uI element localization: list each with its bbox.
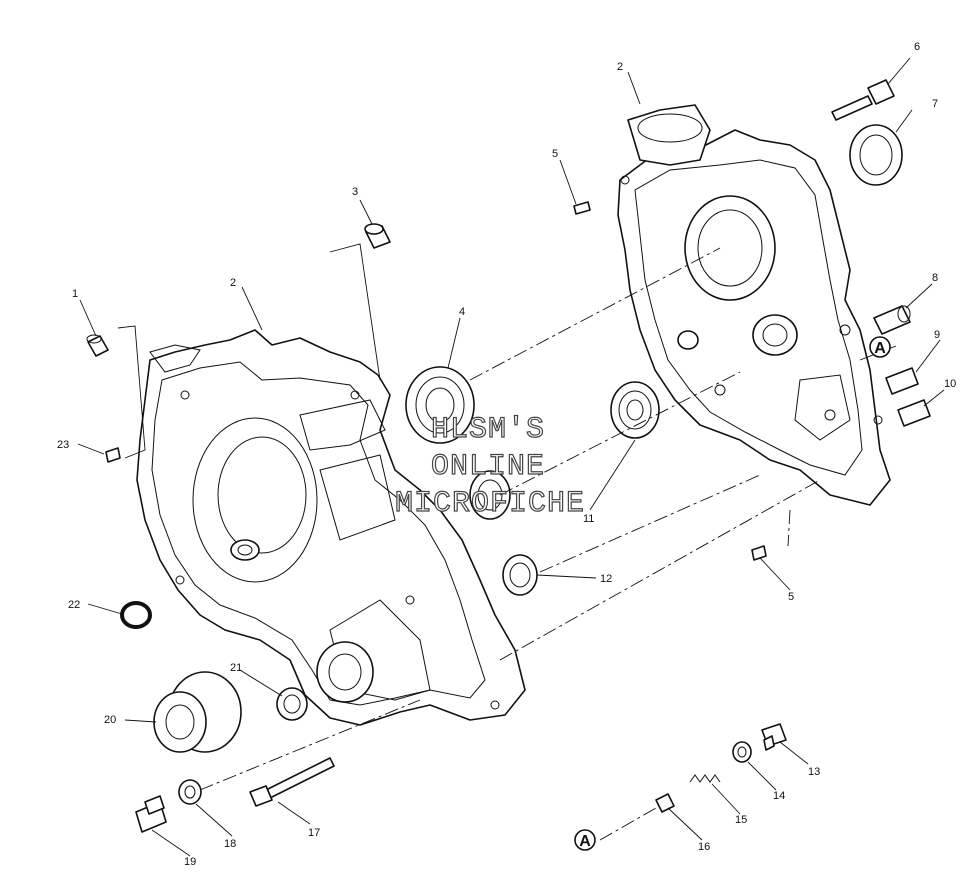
callout-3: 3 xyxy=(352,186,358,198)
svg-text:A: A xyxy=(874,340,886,357)
washer-14 xyxy=(732,741,752,763)
reference-marker-a-lower: A xyxy=(574,829,596,851)
bearing-center xyxy=(469,470,511,520)
callout-22: 22 xyxy=(68,599,80,611)
watermark: HLSM'S ONLINE MICROFICHE xyxy=(394,412,585,521)
callout-numbers: 1 2 2 3 4 5 5 6 7 8 9 10 11 12 13 14 15 … xyxy=(57,41,956,868)
svg-text:ONLINE: ONLINE xyxy=(431,450,545,484)
callout-19: 19 xyxy=(184,856,196,868)
callout-21: 21 xyxy=(230,662,242,674)
bearing-4 xyxy=(405,366,475,444)
pulley-20 xyxy=(153,671,242,753)
callout-9: 9 xyxy=(934,329,940,341)
callout-16: 16 xyxy=(698,841,710,853)
callout-17: 17 xyxy=(308,827,320,839)
callout-5-upper: 5 xyxy=(552,148,558,160)
callout-2-right: 2 xyxy=(617,61,623,73)
callout-2-left: 2 xyxy=(230,277,236,289)
callout-1: 1 xyxy=(72,288,78,300)
leader-lines xyxy=(77,57,945,857)
svg-text:MICROFICHE: MICROFICHE xyxy=(395,487,585,521)
dowel-pin-23 xyxy=(105,447,121,463)
drain-plug-19 xyxy=(135,795,167,833)
callout-7: 7 xyxy=(932,98,938,110)
svg-text:A: A xyxy=(579,833,591,850)
callout-8: 8 xyxy=(932,272,938,284)
right-crankcase-half xyxy=(617,104,891,506)
valve-16 xyxy=(655,793,675,813)
callout-20: 20 xyxy=(104,714,116,726)
svg-text:HLSM'S: HLSM'S xyxy=(431,413,545,447)
callout-10: 10 xyxy=(944,378,956,390)
bearing-11 xyxy=(610,381,660,439)
oil-seal-7 xyxy=(849,124,903,186)
fitting-9 xyxy=(885,367,919,395)
callout-11: 11 xyxy=(583,513,594,525)
reference-marker-a-upper: A xyxy=(869,336,891,358)
callout-5-lower: 5 xyxy=(788,591,794,603)
dowel-pin-5-upper xyxy=(573,201,591,215)
callout-15: 15 xyxy=(735,814,747,826)
callout-6: 6 xyxy=(914,41,920,53)
dowel-8 xyxy=(873,305,911,335)
bolt-13 xyxy=(761,723,787,751)
callout-14: 14 xyxy=(773,790,785,802)
bearing-12 xyxy=(502,554,538,596)
dowel-pin-5-lower xyxy=(751,545,767,561)
callout-23: 23 xyxy=(57,439,69,451)
dowel-pin-1 xyxy=(86,334,109,357)
fitting-10 xyxy=(897,399,931,427)
spring-15 xyxy=(689,774,721,783)
callout-18: 18 xyxy=(224,838,236,850)
bolt-17 xyxy=(249,757,335,807)
callout-4: 4 xyxy=(459,306,465,318)
callout-13: 13 xyxy=(808,766,820,778)
washer-18 xyxy=(178,779,202,805)
o-ring-22 xyxy=(120,601,152,629)
callout-12: 12 xyxy=(600,573,612,585)
oil-seal-21 xyxy=(276,687,308,721)
alignment-centerlines xyxy=(199,247,897,841)
left-crankcase-half xyxy=(136,329,526,726)
bushing-3 xyxy=(364,223,391,249)
bolt-6 xyxy=(831,79,895,121)
